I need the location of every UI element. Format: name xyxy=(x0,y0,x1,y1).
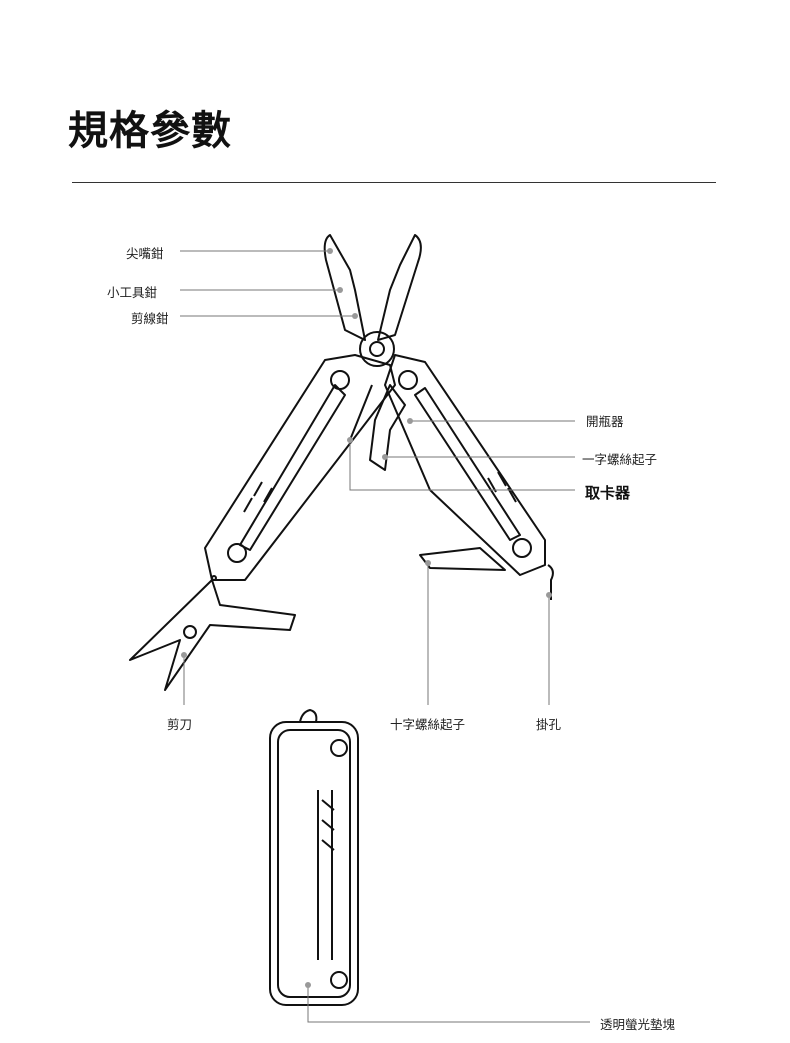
page-title: 規格參數 xyxy=(68,108,232,154)
label-scissors: 剪刀 xyxy=(167,717,193,732)
label-glow-pad: 透明螢光墊塊 xyxy=(600,1017,676,1032)
label-bottle-opener: 開瓶器 xyxy=(586,414,624,429)
leader-lines xyxy=(180,250,590,1023)
label-wire-cutter: 剪線鉗 xyxy=(131,311,169,326)
title-divider xyxy=(72,182,716,183)
multitool-open-drawing xyxy=(129,234,554,1006)
label-phillips-screwdriver: 十字螺絲起子 xyxy=(390,717,466,732)
label-flathead-screwdriver: 一字螺絲起子 xyxy=(582,452,658,467)
label-small-pliers: 小工具鉗 xyxy=(107,285,158,300)
label-lanyard-hole: 掛孔 xyxy=(536,717,562,732)
label-sim-ejector: 取卡器 xyxy=(585,484,631,502)
leader-dots xyxy=(181,248,552,988)
label-needle-nose-pliers: 尖嘴鉗 xyxy=(126,246,164,261)
